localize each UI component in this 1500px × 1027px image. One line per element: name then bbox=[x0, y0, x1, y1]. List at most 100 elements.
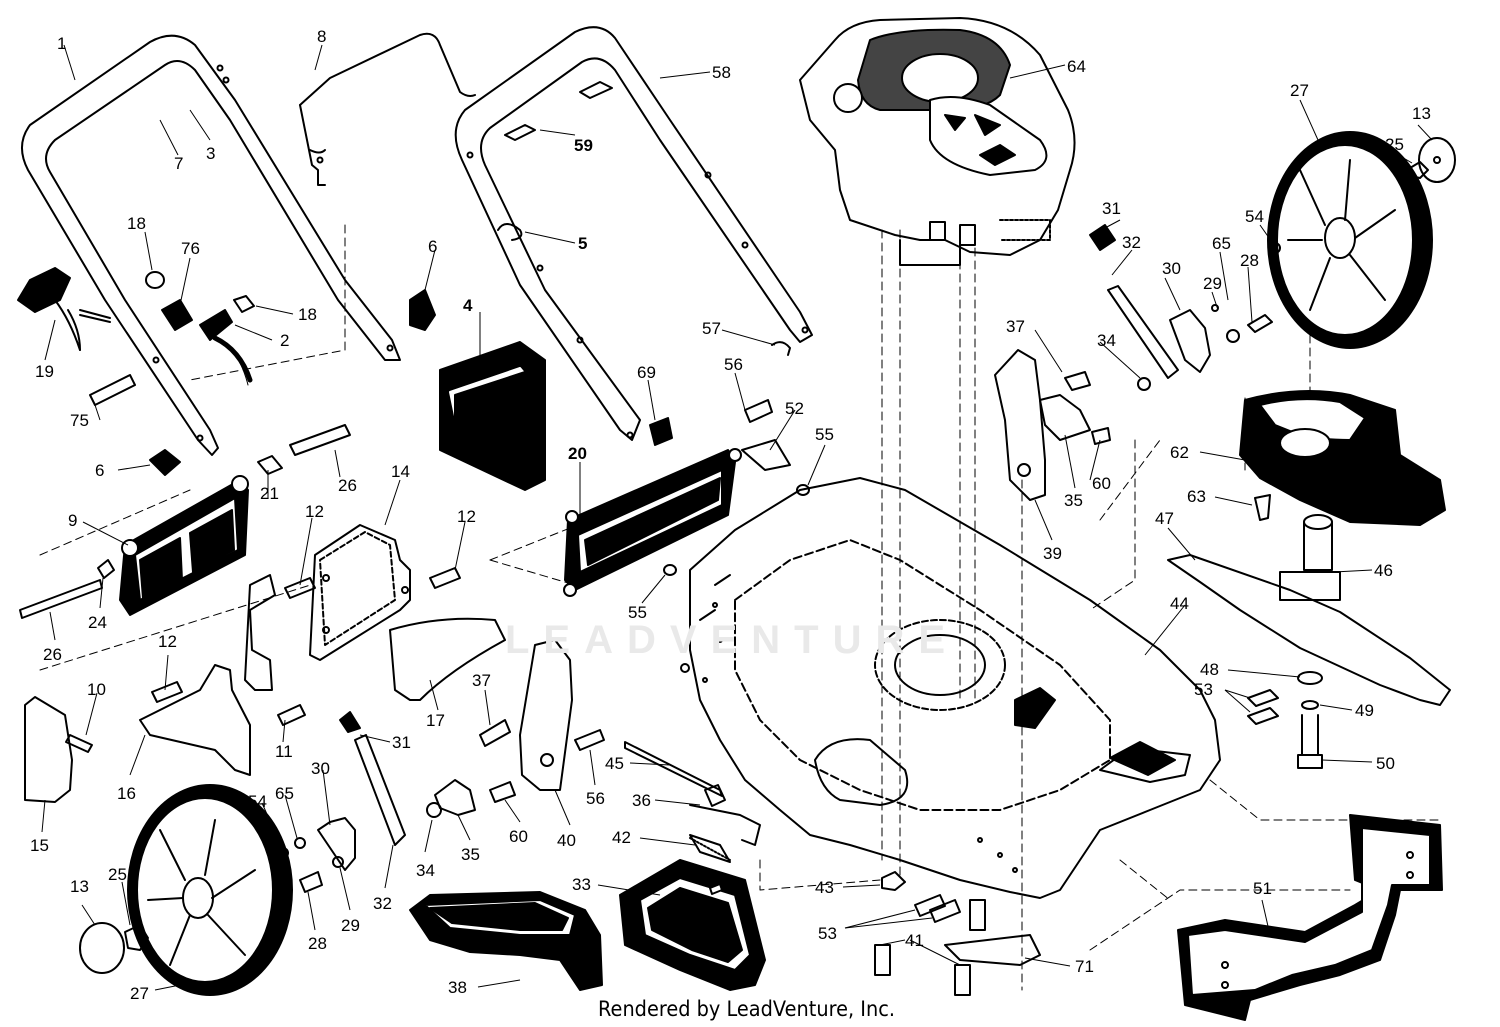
engine bbox=[799, 17, 1076, 266]
part-label-69: 69 bbox=[637, 363, 656, 382]
part-label-30b: 30 bbox=[311, 759, 330, 778]
bolt-12a bbox=[284, 577, 316, 599]
nut-right-25 bbox=[1409, 161, 1429, 179]
part-label-34b: 34 bbox=[416, 861, 435, 880]
nut-43 bbox=[881, 871, 906, 891]
rear-wheel-left bbox=[127, 784, 293, 996]
side-plate-15 bbox=[24, 696, 73, 803]
control-cable bbox=[199, 309, 253, 386]
part-label-46: 46 bbox=[1374, 561, 1393, 580]
part-label-26a: 26 bbox=[338, 476, 357, 495]
lower-handle bbox=[21, 34, 401, 456]
handle-knob-left bbox=[17, 267, 111, 351]
part-label-44: 44 bbox=[1170, 594, 1189, 613]
part-label-15: 15 bbox=[30, 836, 49, 855]
part-label-55a: 55 bbox=[815, 425, 834, 444]
bolt-75 bbox=[89, 374, 136, 406]
handle-screws bbox=[504, 81, 613, 141]
spring-24 bbox=[97, 559, 115, 579]
part-label-9: 9 bbox=[68, 511, 78, 530]
part-label-65-right: 65 bbox=[1212, 234, 1231, 253]
part-label-3: 3 bbox=[206, 144, 216, 163]
rear-door bbox=[119, 475, 249, 616]
part-label-41: 41 bbox=[905, 931, 924, 950]
part-label-7: 7 bbox=[174, 154, 184, 173]
part-label-60-right: 60 bbox=[1092, 474, 1111, 493]
mounting-bracket-14 bbox=[244, 524, 411, 691]
part-label-62: 62 bbox=[1170, 443, 1189, 462]
rear-wheel-right bbox=[1267, 131, 1433, 349]
part-label-56a: 56 bbox=[724, 355, 743, 374]
part-label-39: 39 bbox=[1043, 544, 1062, 563]
part-label-35-right: 35 bbox=[1064, 491, 1083, 510]
part-label-28b: 28 bbox=[308, 934, 327, 953]
control-bail bbox=[299, 32, 476, 186]
part-label-31-right: 31 bbox=[1102, 199, 1121, 218]
part-label-13b: 13 bbox=[70, 877, 89, 896]
nut-left-25 bbox=[124, 924, 149, 951]
part-label-71: 71 bbox=[1075, 957, 1094, 976]
part-label-32-right: 32 bbox=[1122, 233, 1141, 252]
clip-57 bbox=[771, 341, 791, 356]
bolt-12c bbox=[151, 681, 183, 703]
part-label-2: 2 bbox=[280, 331, 290, 350]
part-label-55b: 55 bbox=[628, 603, 647, 622]
part-label-12b: 12 bbox=[457, 507, 476, 526]
part-label-32b: 32 bbox=[373, 894, 392, 913]
part-label-28-right: 28 bbox=[1240, 251, 1259, 270]
part-label-16: 16 bbox=[117, 784, 136, 803]
part-label-14: 14 bbox=[391, 462, 410, 481]
deflector-52 bbox=[741, 439, 791, 471]
watermark: LEADVENTURE bbox=[505, 618, 960, 662]
part-label-25b: 25 bbox=[108, 865, 127, 884]
part-label-12c: 12 bbox=[158, 632, 177, 651]
part-label-10: 10 bbox=[87, 680, 106, 699]
washer-right-54 bbox=[1269, 242, 1281, 254]
washer-left-54 bbox=[277, 847, 289, 859]
part-label-4: 4 bbox=[463, 296, 473, 315]
part-label-33: 33 bbox=[572, 875, 591, 894]
part-label-57: 57 bbox=[702, 319, 721, 338]
side-plate-16 bbox=[139, 664, 251, 776]
part-label-17: 17 bbox=[426, 711, 445, 730]
blade bbox=[1167, 554, 1451, 706]
part-label-5: 5 bbox=[578, 234, 588, 253]
discharge-deflector bbox=[409, 891, 603, 991]
bolt-53b bbox=[929, 899, 961, 923]
part-label-65b: 65 bbox=[275, 784, 294, 803]
part-label-18a: 18 bbox=[127, 214, 146, 233]
bolt-63 bbox=[1254, 494, 1271, 521]
part-label-29-right: 29 bbox=[1203, 274, 1222, 293]
part-label-63: 63 bbox=[1187, 487, 1206, 506]
part-label-1: 1 bbox=[57, 34, 67, 53]
part-label-53b: 53 bbox=[818, 924, 837, 943]
nut-55a bbox=[796, 484, 810, 496]
front-bracket bbox=[1177, 814, 1443, 1021]
leader-lines bbox=[41, 44, 1433, 991]
clamp-69 bbox=[649, 417, 673, 446]
spring-21 bbox=[257, 455, 283, 475]
upper-handle bbox=[454, 26, 813, 441]
height-adjuster-right bbox=[1089, 224, 1273, 391]
part-label-52: 52 bbox=[785, 399, 804, 418]
part-label-48: 48 bbox=[1200, 660, 1219, 679]
part-label-38: 38 bbox=[448, 978, 467, 997]
part-label-25-right: 25 bbox=[1385, 135, 1404, 154]
pin-10 bbox=[65, 734, 93, 753]
bracket-76 bbox=[161, 299, 193, 331]
part-label-43: 43 bbox=[815, 878, 834, 897]
handle-knob-6b bbox=[149, 449, 181, 476]
part-label-29b: 29 bbox=[341, 916, 360, 935]
height-bracket-right bbox=[994, 349, 1111, 501]
nut-55b bbox=[663, 564, 677, 576]
part-label-45: 45 bbox=[605, 754, 624, 773]
part-label-51: 51 bbox=[1253, 879, 1272, 898]
part-label-59: 59 bbox=[574, 136, 593, 155]
part-label-47: 47 bbox=[1155, 509, 1174, 528]
part-label-35b: 35 bbox=[461, 845, 480, 864]
bolt-11 bbox=[277, 704, 306, 726]
part-label-24: 24 bbox=[88, 613, 107, 632]
bolt-41b bbox=[954, 964, 971, 996]
part-label-50: 50 bbox=[1376, 754, 1395, 773]
